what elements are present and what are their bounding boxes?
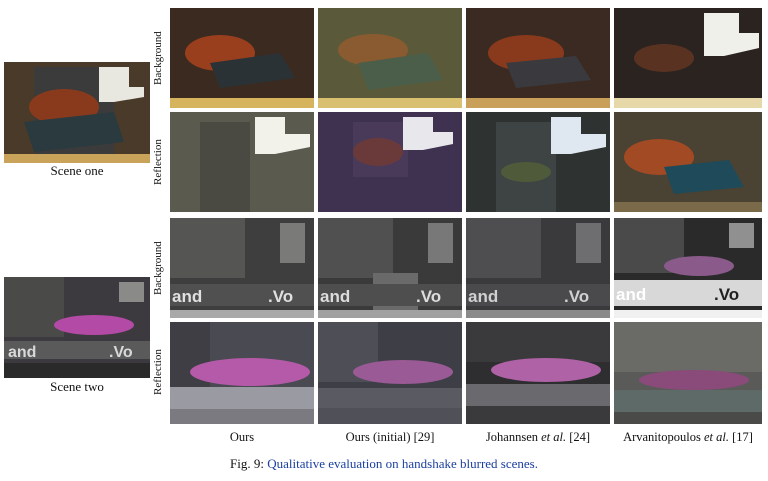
s2-reflection-ours <box>170 322 314 424</box>
row-label-background-2: Background <box>152 241 164 295</box>
scene-separator <box>168 213 764 217</box>
svg-text:.Vo: .Vo <box>109 344 133 361</box>
svg-text:and: and <box>8 344 36 361</box>
s1-reflection-arvanitopoulos <box>614 112 762 212</box>
s2-background-arvanitopoulos: and .Vo <box>614 218 762 318</box>
column-label-johannsen: Johannsen et al. [24] <box>485 430 591 444</box>
svg-text:.Vo: .Vo <box>564 287 589 306</box>
scene-two-input-image: and .Vo <box>4 277 150 378</box>
s1-background-ours-initial <box>318 8 462 108</box>
scene-one-input-image <box>4 62 150 163</box>
svg-text:.Vo: .Vo <box>268 287 293 306</box>
row-label-background-1: Background <box>152 31 164 85</box>
svg-text:and: and <box>468 287 498 306</box>
column-label-ours-initial: Ours (initial) [29] <box>345 430 435 444</box>
caption-body: Qualitative evaluation on handshake blur… <box>267 456 538 471</box>
s1-background-johannsen <box>466 8 610 108</box>
s2-reflection-johannsen <box>466 322 610 424</box>
column-label-arvanitopoulos: Arvanitopoulos et al. [17] <box>623 430 753 444</box>
column-label-ours: Ours <box>229 430 255 444</box>
s1-background-ours <box>170 8 314 108</box>
figure-caption: Fig. 9: Qualitative evaluation on handsh… <box>0 456 768 472</box>
svg-text:.Vo: .Vo <box>714 285 739 304</box>
svg-text:and: and <box>616 285 646 304</box>
scene-one-label: Scene one <box>50 163 104 178</box>
s2-background-ours-initial: and .Vo <box>318 218 462 318</box>
row-label-reflection-2: Reflection <box>152 349 164 395</box>
s2-reflection-arvanitopoulos <box>614 322 762 424</box>
row-label-reflection-1: Reflection <box>152 139 164 185</box>
s2-background-johannsen: and .Vo <box>466 218 610 318</box>
s1-reflection-ours <box>170 112 314 212</box>
caption-prefix: Fig. 9: <box>230 456 264 471</box>
scene-two-label: Scene two <box>50 379 104 394</box>
s2-background-ours: and .Vo <box>170 218 314 318</box>
svg-text:and: and <box>172 287 202 306</box>
s1-background-arvanitopoulos <box>614 8 762 108</box>
s1-reflection-johannsen <box>466 112 610 212</box>
s1-reflection-ours-initial <box>318 112 462 212</box>
svg-text:.Vo: .Vo <box>416 287 441 306</box>
svg-text:and: and <box>320 287 350 306</box>
s2-reflection-ours-initial <box>318 322 462 424</box>
